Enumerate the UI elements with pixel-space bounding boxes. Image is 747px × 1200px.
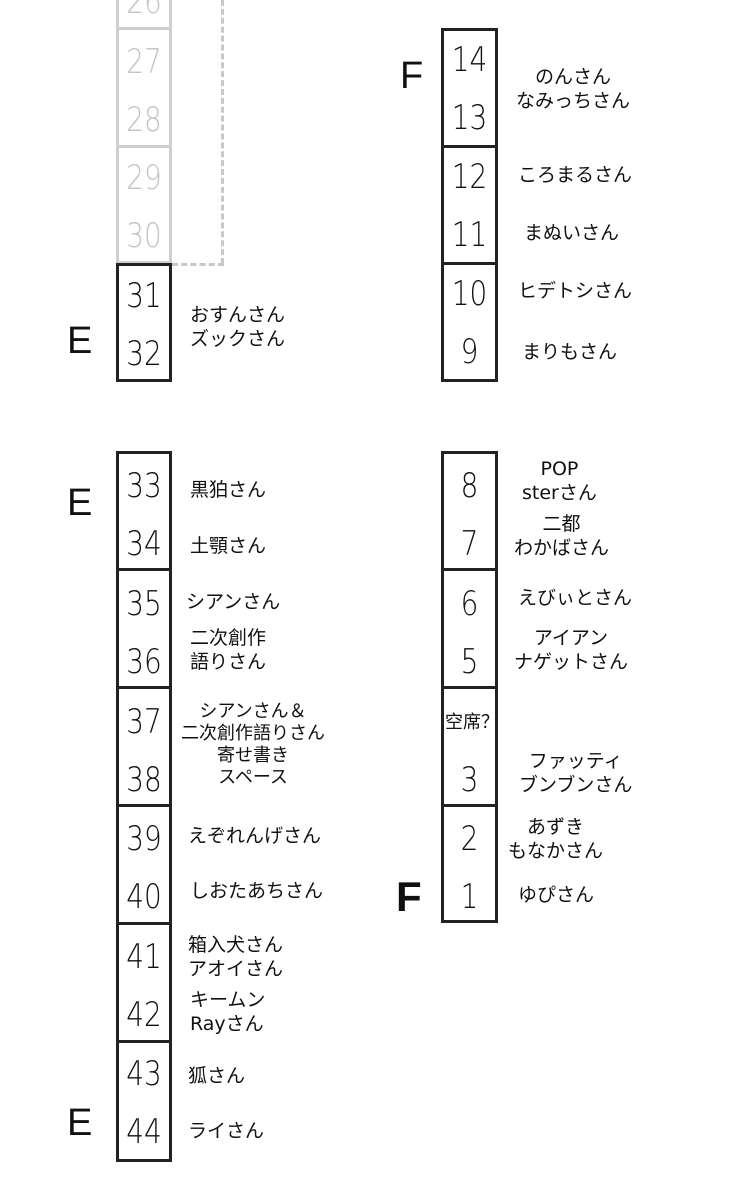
top-left-seat-column: 26 27 28 29 30 31 32 (116, 0, 172, 382)
seat-10: 10 (451, 274, 488, 314)
seat-38: 38 (126, 760, 162, 800)
seat-32: 32 (126, 334, 162, 374)
seat-block-14-9 (441, 28, 498, 382)
seat-2: 2 (460, 819, 479, 859)
seat-8: 8 (460, 466, 479, 506)
name-2: あずきもなかさん (508, 816, 604, 862)
group-label-e-mid: E (67, 482, 93, 524)
name-36: 二次創作語りさん (190, 627, 267, 673)
pair-divider (116, 1040, 172, 1043)
pair-divider (441, 145, 498, 148)
pair-divider (441, 568, 498, 571)
faded-divider (116, 145, 172, 148)
group-label-f-bottom: F (396, 873, 422, 920)
seat-7: 7 (460, 524, 479, 564)
pair-divider (116, 568, 172, 571)
seat-31: 31 (126, 276, 162, 316)
seat-37: 37 (126, 702, 162, 742)
faded-seat-block (116, 0, 172, 264)
seat-26: 26 (126, 0, 162, 22)
name-10: ヒデトシさん (518, 280, 633, 302)
name-34: 土顎さん (190, 535, 267, 557)
name-39: えぞれんげさん (188, 825, 322, 847)
group-label-e-top: E (67, 320, 93, 362)
pair-divider (441, 686, 498, 689)
name-3: ファッティブンブンさん (519, 750, 633, 796)
faded-divider (116, 27, 172, 30)
dashed-outline (221, 0, 224, 264)
name-41: 箱入犬さんアオイさん (188, 934, 284, 980)
name-1: ゆぴさん (518, 884, 595, 906)
group-label-f-top: F (400, 55, 424, 97)
name-43: 狐さん (188, 1065, 246, 1087)
seat-33: 33 (126, 466, 162, 506)
seat-41: 41 (126, 937, 162, 977)
pair-divider (116, 804, 172, 807)
seat-36: 36 (126, 642, 162, 682)
pair-divider (116, 922, 172, 925)
seat-28: 28 (126, 100, 162, 140)
seat-5: 5 (460, 642, 479, 682)
name-5: アイアンナゲットさん (514, 627, 629, 673)
bottom-left-seat-column: 33 34 35 36 37 38 39 40 41 42 43 44 (116, 451, 172, 1162)
seat-3: 3 (460, 760, 479, 800)
seat-39: 39 (126, 819, 162, 859)
name-9: まりもさん (522, 341, 618, 363)
seat-40: 40 (126, 877, 162, 917)
seat-34: 34 (126, 524, 162, 564)
group-label-e-bottom: E (67, 1102, 93, 1144)
pair-divider (441, 804, 498, 807)
name-6: えびぃとさん (518, 587, 633, 609)
pair-divider (441, 262, 498, 265)
seat-block-31-32 (116, 263, 172, 382)
seat-43: 43 (126, 1054, 162, 1094)
seat-13: 13 (451, 98, 488, 138)
name-31-32: おすんさんズックさん (190, 304, 286, 350)
seat-6: 6 (460, 584, 479, 624)
seat-27: 27 (126, 42, 162, 82)
dashed-outline (172, 263, 224, 266)
seat-42: 42 (126, 995, 162, 1035)
seat-11: 11 (451, 215, 488, 255)
name-37-38: シアンさん＆ 二次創作語りさん 寄せ書き スペース (181, 701, 325, 788)
name-7: 二都わかばさん (514, 513, 610, 559)
bottom-right-seat-column: 8 7 6 5 4 3 2 1 (441, 451, 498, 923)
seat-30: 30 (126, 216, 162, 256)
name-35: シアンさん (186, 591, 281, 613)
name-11: まぬいさん (524, 222, 620, 244)
pair-divider (116, 686, 172, 689)
seat-4: 4 (465, 714, 474, 730)
name-33: 黒狛さん (190, 479, 267, 501)
name-14-13: のんさんなみっちさん (516, 66, 631, 112)
seat-29: 29 (126, 158, 162, 198)
seat-44: 44 (126, 1112, 162, 1152)
vacant-seat-note: 空席？ (445, 712, 499, 733)
name-44: ライさん (188, 1120, 265, 1142)
top-right-seat-column: 14 13 12 11 10 9 (441, 28, 498, 382)
seat-1: 1 (460, 877, 479, 917)
seat-35: 35 (126, 584, 162, 624)
seat-9: 9 (460, 332, 479, 372)
name-40: しおたあちさん (190, 880, 324, 902)
seat-14: 14 (451, 40, 488, 80)
seat-12: 12 (451, 157, 488, 197)
name-12: ころまるさん (518, 164, 633, 186)
